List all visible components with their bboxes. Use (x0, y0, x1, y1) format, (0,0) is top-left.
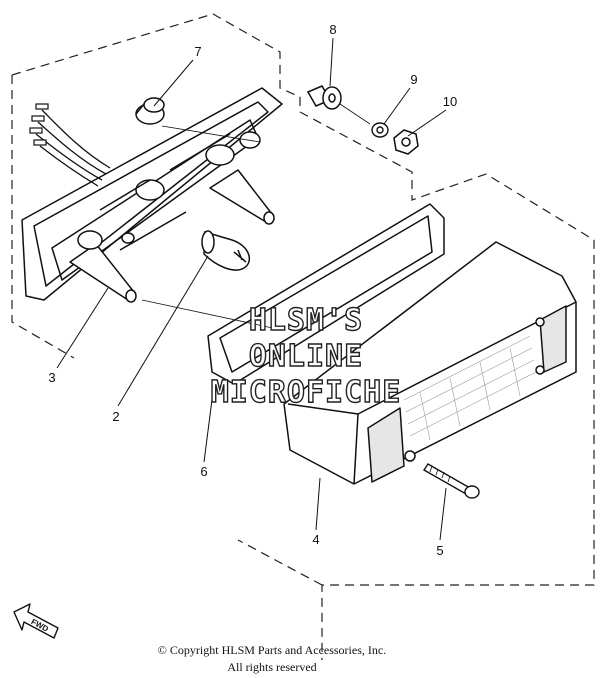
callout-labels: 7 8 9 10 3 2 6 4 5 (48, 22, 457, 558)
nut (393, 129, 419, 155)
watermark-line: ONLINE (249, 339, 363, 374)
bulb (201, 230, 251, 271)
wire-harness (35, 109, 111, 187)
leader-lines (56, 37, 447, 541)
grommet (135, 97, 165, 125)
base-plate-housing (21, 87, 283, 303)
forward-direction-arrow-icon: FWD (13, 603, 59, 639)
lens-texture (403, 335, 537, 441)
callout-label: 8 (329, 22, 336, 37)
callout-label: 9 (410, 72, 417, 87)
watermark: HLSM'S ONLINE MICROFICHE (210, 302, 402, 410)
callout-label: 10 (443, 94, 457, 109)
screw (423, 463, 480, 499)
watermark-line: MICROFICHE (211, 375, 402, 410)
assembly-boundary-lines (11, 13, 595, 660)
copyright-line: All rights reserved (227, 660, 316, 674)
callout-label: 4 (312, 532, 319, 547)
callout-label: 5 (436, 543, 443, 558)
callout-label: 7 (194, 44, 201, 59)
callout-label: 2 (112, 409, 119, 424)
callout-label: 6 (200, 464, 207, 479)
watermark-line: HLSM'S (249, 303, 363, 338)
wire-terminals (29, 103, 49, 146)
gasket (207, 203, 445, 385)
callout-label: 3 (48, 370, 55, 385)
washer (371, 122, 389, 138)
collar (306, 85, 342, 110)
copyright-line: © Copyright HLSM Parts and Accessories, … (158, 643, 386, 657)
lens-assembly (283, 241, 577, 485)
assembly-reference-lines (141, 103, 371, 331)
